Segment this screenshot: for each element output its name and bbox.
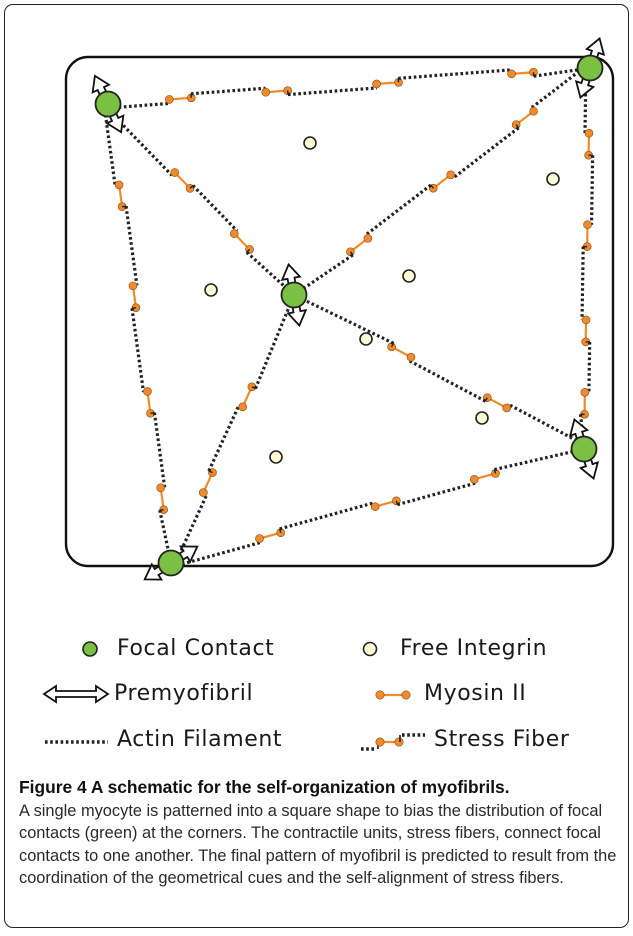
myosin-head [584,128,594,138]
figure-frame [4,4,629,928]
stress-fiber-br-c [293,293,587,447]
free-integrin [204,283,218,297]
myosin-head [446,170,456,180]
myosin-head [581,315,591,325]
legend-actin-label: Actin Filament [117,727,283,752]
myosin-head [114,180,124,190]
myosin-head [502,403,512,413]
actin-filament [102,104,117,186]
legend-free-integrin-icon [362,641,378,657]
stress-fiber-tr-br [578,67,595,450]
actin-filament [589,155,595,225]
actin-filament [507,403,587,447]
legend-stress-fiber-icon [361,733,425,751]
myosin-head [372,79,381,89]
actin-filament [408,359,487,403]
actin-filament [279,501,375,531]
myosin-head [363,234,373,243]
cell-outline [64,55,615,568]
premyofibrils [85,34,610,588]
actin-filament [452,126,520,180]
actin-anchor [122,205,127,208]
focal-contact [570,435,598,463]
myosin-head [580,387,590,397]
free-integrin [475,411,489,425]
stress-fiber-bl-br [171,447,585,569]
actin-filament [191,184,239,232]
actin-filament [397,481,476,507]
myosin-head [199,488,208,497]
actin-anchor [395,500,399,505]
caption-body: A single myocyte is patterned into a squ… [19,801,617,888]
stress-fiber-tl-bl [102,104,173,564]
figure-caption: Figure 4 A schematic for the self-organi… [19,776,619,890]
actin-anchor [430,184,434,189]
myosin-head [128,281,138,291]
free-integrin [269,450,283,464]
legend-stress-fiber-label: Stress Fiber [434,727,570,752]
myosin-head [406,352,416,362]
actin-filament [364,183,432,237]
actin-filament [190,86,266,96]
legend-free-integrin-label: Free Integrin [400,636,548,661]
actin-filament [254,294,296,390]
actin-filament [587,341,592,393]
legend-premyofibril-icon [42,684,110,704]
actin-filament [494,447,585,472]
legend-focal-contact-icon [82,641,98,657]
legend-myosin-label: Myosin II [424,681,527,706]
actin-filament [158,509,173,564]
myosin-head [529,106,538,116]
stress-fiber-tl-c [103,105,296,297]
actin-filament [130,308,146,393]
free-integrin [402,269,416,283]
focal-contact [280,281,308,309]
focal-contact [576,54,604,82]
stress-fiber-bl-c [173,294,296,566]
myofibril-schematic [42,34,615,751]
actin-filament [152,412,167,488]
caption-title: Figure 4 A schematic for the self-organi… [19,777,510,797]
myosin-head [370,502,380,511]
free-integrin [546,172,560,186]
actin-anchor [515,124,520,129]
legend-focal-contact-label: Focal Contact [117,636,275,661]
actin-filament [580,246,585,320]
actin-filament [207,404,241,472]
free-integrins [204,136,560,464]
actin-filament [293,293,395,345]
focal-contacts [94,54,604,577]
myosin-head [469,474,479,484]
myosin-head [170,168,180,177]
legend-premyofibril-label: Premyofibril [114,681,254,706]
focal-contact [157,549,185,577]
actin-anchor [150,412,155,414]
actin-filament [124,205,139,286]
actin-filament [287,86,378,97]
myosin-head [165,95,174,104]
myosin-head [143,387,152,396]
myosin-head [156,483,165,493]
myosin-head [583,220,592,229]
focal-contact [94,90,122,118]
myosin-head [229,229,239,238]
stress-fiber-tr-c [293,63,589,297]
stress-fiber-tl-tr [108,66,591,110]
legend-myosin-icon [375,690,411,700]
myosin-head [261,87,271,97]
actin-anchor [189,184,194,189]
free-integrin [359,332,373,346]
actin-filament [398,68,512,80]
myosin-head [507,69,516,79]
myosin-head [238,402,247,412]
myosin-head [255,534,264,543]
stress-fibers [102,63,595,569]
free-integrin [303,136,317,150]
